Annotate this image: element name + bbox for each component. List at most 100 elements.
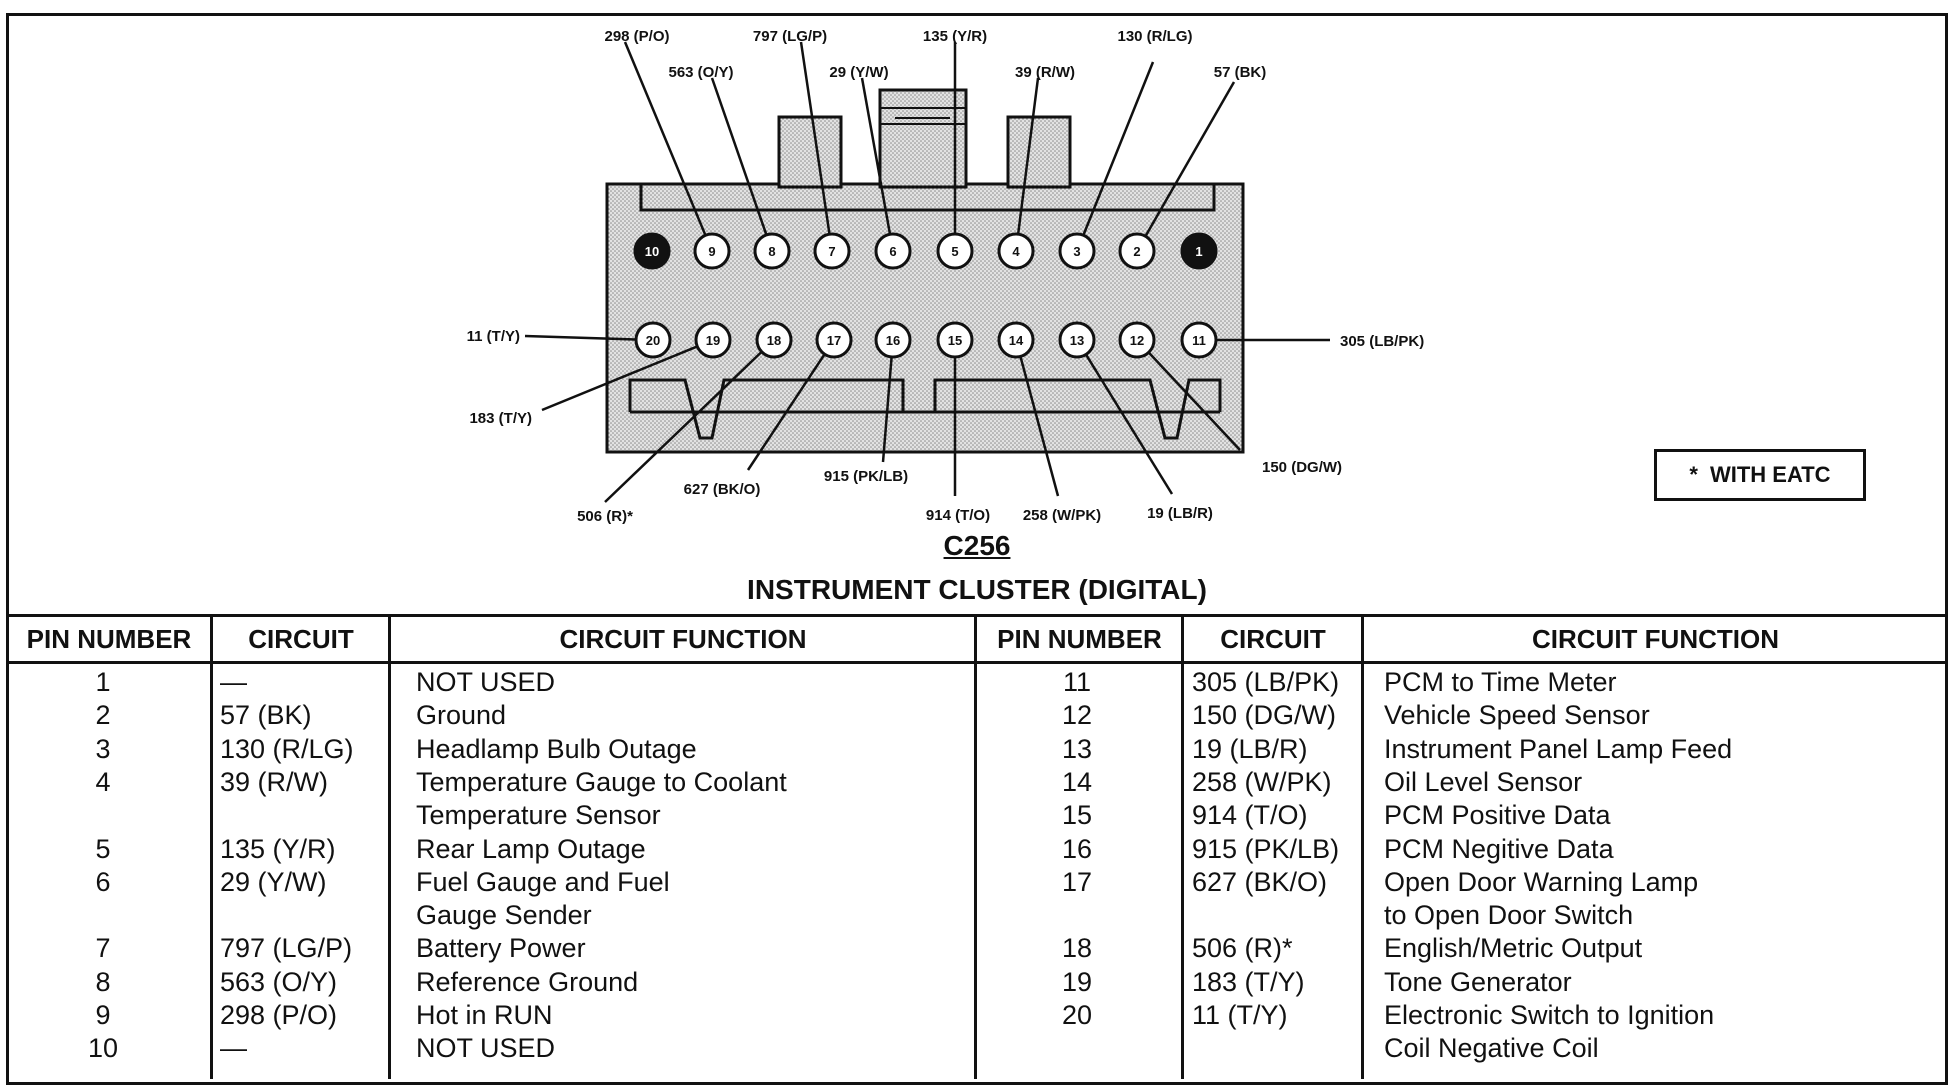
row-circuit: 183 (T/Y) bbox=[1192, 966, 1305, 997]
wire-label-8: 563 (O/Y) bbox=[668, 64, 733, 81]
pin-label-1: 1 bbox=[1195, 244, 1202, 259]
row-circuit-function: Ground bbox=[416, 700, 507, 731]
pin-4 bbox=[997, 232, 1035, 270]
row-pin-number: 11 bbox=[1062, 667, 1092, 697]
row-circuit: 915 (PK/LB) bbox=[1192, 833, 1340, 864]
row-pin-number: 20 bbox=[1061, 1000, 1093, 1030]
wire-label-19: 183 (T/Y) bbox=[469, 410, 532, 427]
row-circuit-function: Temperature Gauge to Coolant bbox=[416, 766, 787, 797]
wire-label-15: 914 (T/O) bbox=[926, 507, 990, 524]
wire-label-2: 57 (BK) bbox=[1214, 64, 1267, 81]
column-divider bbox=[388, 617, 391, 1079]
wire-leader-9 bbox=[623, 41, 707, 236]
pin-1 bbox=[1180, 232, 1218, 270]
wire-label-13: 19 (LB/R) bbox=[1147, 505, 1213, 522]
row-circuit-function: Reference Ground bbox=[416, 966, 639, 997]
row-pin-number: 17 bbox=[1061, 866, 1093, 897]
wire-leader-4 bbox=[1016, 77, 1040, 235]
row-circuit-function: Gauge Sender bbox=[416, 900, 592, 931]
header-divider bbox=[6, 661, 1948, 664]
pin-20 bbox=[634, 321, 672, 359]
pin-18 bbox=[755, 321, 793, 359]
pin-label-6: 6 bbox=[889, 244, 896, 259]
pin-label-10: 10 bbox=[645, 244, 659, 259]
pin-6 bbox=[874, 232, 912, 270]
pin-label-18: 18 bbox=[767, 333, 781, 348]
row-circuit-function: Instrument Panel Lamp Feed bbox=[1384, 733, 1733, 764]
row-circuit: 150 (DG/W) bbox=[1192, 700, 1337, 731]
pin-3 bbox=[1058, 232, 1096, 270]
row-circuit bbox=[220, 899, 380, 932]
row-pin-number: 3 bbox=[95, 733, 111, 764]
pin-function-table: PIN NUMBER CIRCUIT CIRCUIT FUNCTION PIN … bbox=[6, 614, 1948, 1085]
pin-17 bbox=[815, 321, 853, 359]
wire-leader-18 bbox=[604, 350, 763, 503]
row-circuit: — bbox=[220, 1033, 247, 1064]
pin-label-8: 8 bbox=[768, 244, 775, 259]
row-pin-number: 9 bbox=[95, 1000, 111, 1030]
wire-leader-2 bbox=[1144, 81, 1236, 237]
row-circuit-function: Oil Level Sensor bbox=[1384, 766, 1583, 797]
pin-16 bbox=[874, 321, 912, 359]
connector-id: C256 bbox=[943, 530, 1011, 561]
row-circuit: 797 (LG/P) bbox=[220, 933, 353, 964]
pin-label-9: 9 bbox=[708, 244, 715, 259]
wire-leader-20 bbox=[524, 334, 637, 341]
row-circuit: 627 (BK/O) bbox=[1192, 866, 1328, 897]
wire-leader-lines bbox=[524, 41, 1330, 503]
row-pin-number: 12 bbox=[1061, 700, 1093, 731]
row-circuit-function: to Open Door Switch bbox=[1384, 900, 1634, 931]
row-pin-number bbox=[978, 1032, 1176, 1065]
pin-label-11: 11 bbox=[1192, 333, 1206, 348]
row-pin-number bbox=[6, 799, 200, 832]
row-circuit-function: Hot in RUN bbox=[416, 1000, 553, 1030]
row-circuit-function: Fuel Gauge and Fuel bbox=[416, 866, 670, 897]
wire-label-5: 135 (Y/R) bbox=[923, 28, 987, 45]
row-pin-number: 10 bbox=[87, 1033, 119, 1064]
wire-label-18: 506 (R)* bbox=[577, 508, 633, 525]
row-circuit: 563 (O/Y) bbox=[220, 966, 338, 997]
row-circuit-function: NOT USED bbox=[416, 667, 556, 697]
row-circuit: 258 (W/PK) bbox=[1192, 766, 1332, 797]
pin-label-20: 20 bbox=[646, 333, 660, 348]
pin-label-19: 19 bbox=[706, 333, 720, 348]
row-circuit-function: NOT USED bbox=[416, 1033, 556, 1064]
row-pin-number: 8 bbox=[95, 966, 111, 997]
row-circuit: 135 (Y/R) bbox=[220, 833, 336, 864]
row-pin-number: 13 bbox=[1061, 733, 1093, 764]
header-pin-number-right: PIN NUMBER bbox=[997, 623, 1162, 654]
wire-leader-12 bbox=[1147, 351, 1241, 451]
pin-label-3: 3 bbox=[1073, 244, 1080, 259]
pin-5 bbox=[936, 232, 974, 270]
pin-9 bbox=[693, 232, 731, 270]
pin-label-2: 2 bbox=[1133, 244, 1140, 259]
eatc-marker: * bbox=[1689, 462, 1698, 487]
wire-label-17: 627 (BK/O) bbox=[684, 481, 761, 498]
row-pin-number: 5 bbox=[95, 833, 111, 864]
row-circuit-function: Coil Negative Coil bbox=[1384, 1033, 1599, 1064]
row-pin-number: 15 bbox=[1061, 800, 1093, 831]
row-pin-number: 2 bbox=[95, 700, 111, 731]
row-circuit-function: PCM Negitive Data bbox=[1384, 833, 1614, 864]
wire-label-7: 797 (LG/P) bbox=[753, 28, 827, 45]
pin-label-4: 4 bbox=[1012, 244, 1020, 259]
wire-label-4: 39 (R/W) bbox=[1015, 64, 1075, 81]
row-circuit: — bbox=[220, 667, 247, 697]
wire-label-11: 305 (LB/PK) bbox=[1340, 333, 1424, 350]
pin-label-13: 13 bbox=[1070, 333, 1084, 348]
connector-housing bbox=[605, 88, 1245, 454]
row-circuit-function: Battery Power bbox=[416, 933, 586, 964]
wire-label-12: 150 (DG/W) bbox=[1262, 459, 1342, 476]
pin-label-12: 12 bbox=[1130, 333, 1144, 348]
eatc-note-box: * WITH EATC bbox=[1654, 449, 1866, 501]
wire-leader-17 bbox=[746, 353, 826, 471]
pin-label-17: 17 bbox=[827, 333, 841, 348]
header-circuit-left: CIRCUIT bbox=[248, 623, 354, 654]
row-pin-number: 19 bbox=[1061, 966, 1093, 997]
eatc-note-text: WITH EATC bbox=[1709, 462, 1831, 487]
pin-12 bbox=[1118, 321, 1156, 359]
row-circuit: 506 (R)* bbox=[1192, 933, 1293, 964]
wire-label-6: 29 (Y/W) bbox=[829, 64, 888, 81]
row-circuit: 19 (LB/R) bbox=[1192, 733, 1308, 764]
